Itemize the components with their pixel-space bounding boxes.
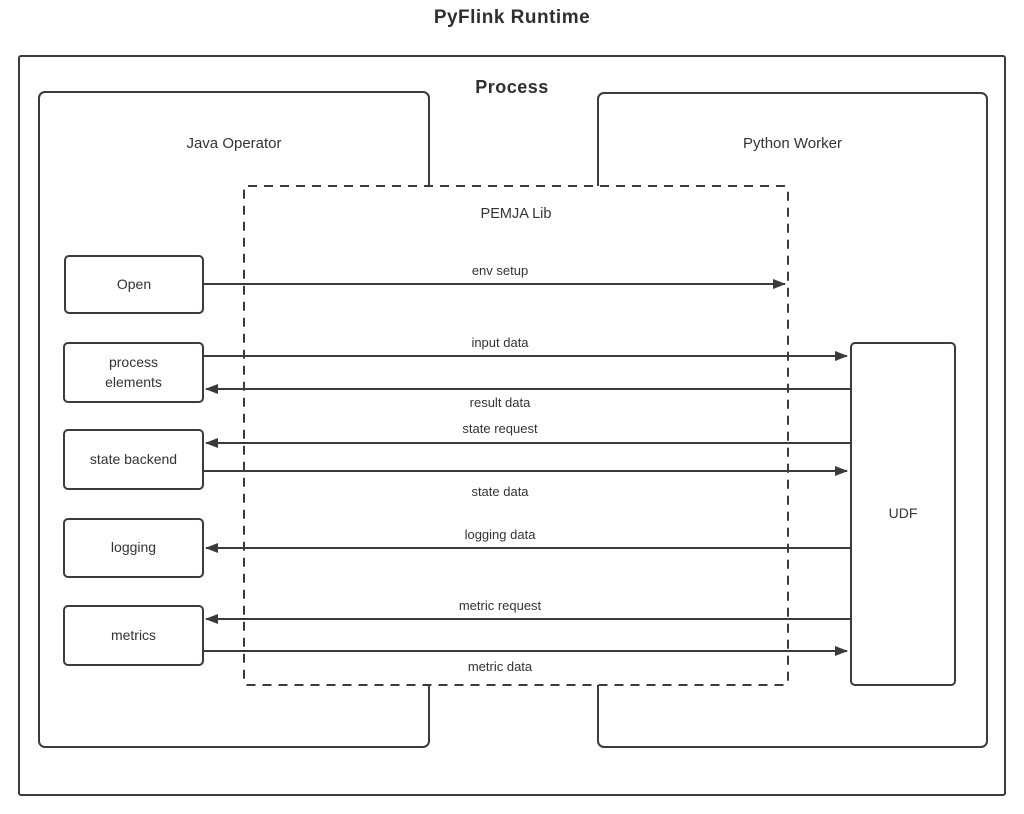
arrow-label-input-data: input data xyxy=(471,335,529,350)
open-label: Open xyxy=(116,275,152,292)
arrow-label-logging-data: logging data xyxy=(464,527,536,542)
state-backend-box: state backend xyxy=(63,429,204,490)
udf-box: UDF xyxy=(850,342,956,686)
java-operator-label: Java Operator xyxy=(186,135,282,152)
logging-label: logging xyxy=(110,539,157,556)
open-box: Open xyxy=(64,255,204,314)
arrow-label-result-data: result data xyxy=(469,395,531,410)
logging-box: logging xyxy=(63,518,204,578)
process-label: Process xyxy=(475,77,549,97)
diagram-title: PyFlink Runtime xyxy=(433,7,591,28)
pemja-lib-label: PEMJA Lib xyxy=(480,206,552,222)
arrow-label-metric-data: metric data xyxy=(467,659,533,674)
process-elements-box: process elements xyxy=(63,342,204,403)
process-box xyxy=(18,55,1006,796)
arrow-label-state-data: state data xyxy=(471,484,529,499)
state-backend-label: state backend xyxy=(89,450,178,467)
arrow-label-state-request: state request xyxy=(462,421,538,436)
metrics-box: metrics xyxy=(63,605,204,666)
process-elements-label: process elements xyxy=(105,353,162,390)
pemja-lib-box xyxy=(243,185,789,686)
metrics-label: metrics xyxy=(110,626,157,643)
udf-label: UDF xyxy=(888,505,918,522)
arrow-label-env-setup: env setup xyxy=(471,263,529,278)
python-worker-label: Python Worker xyxy=(743,135,842,152)
arrow-label-metric-request: metric request xyxy=(458,598,542,613)
